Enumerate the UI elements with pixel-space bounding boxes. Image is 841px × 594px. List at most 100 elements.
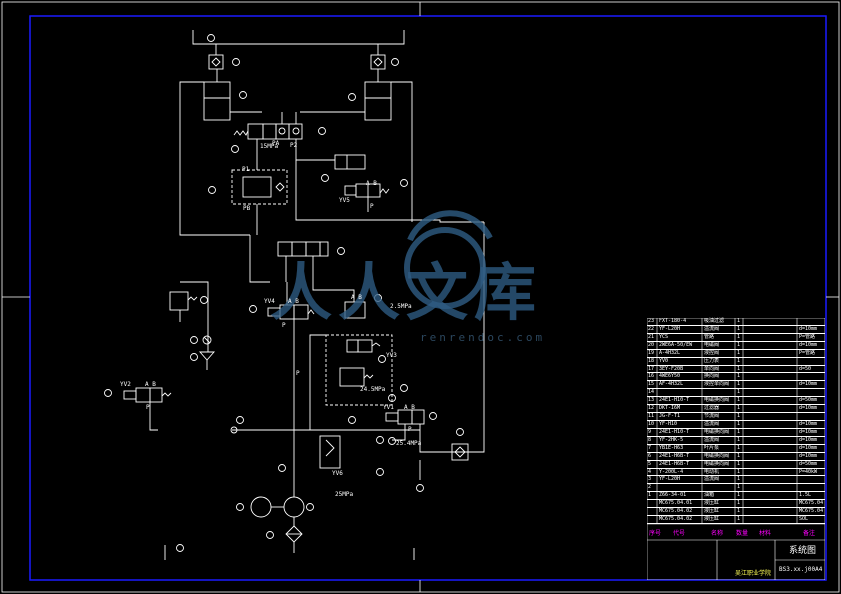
parts-list-cell-qty: 1 [737, 508, 741, 515]
label-pb: PB [243, 205, 251, 212]
parts-list-cell-no: 12 [648, 405, 655, 412]
parts-list-cell-no: 20 [648, 341, 655, 348]
label-p2: P2 [290, 142, 298, 149]
label-yv5: YV5 [339, 197, 350, 204]
parts-list-cell-name: 液压缸 [704, 516, 720, 523]
watermark-chars: 人人文库 [270, 256, 543, 329]
bom-header-note: 备注 [803, 530, 816, 537]
parts-list-cell-note: MC675.04 [799, 500, 824, 507]
parts-list-cell-code: DKT-I6M [659, 405, 681, 412]
parts-list-cell-qty: 1 [737, 365, 741, 372]
parts-list-cell-note: d=10mm [799, 436, 818, 443]
parts-list-cell-qty: 1 [737, 325, 741, 332]
parts-list-row: 19 A-4H32L 液控阀 1 P=管路 [647, 350, 825, 358]
parts-list-cell-name: 液控阀 [704, 349, 720, 356]
parts-list-cell-qty: 1 [737, 468, 741, 475]
parts-list-cell-qty: 1 [737, 341, 741, 348]
parts-list-cell-name: 单向阀 [704, 365, 720, 372]
parts-list-cell-code: YF-H10 [659, 421, 678, 427]
parts-list-cell-no: 17 [648, 365, 655, 372]
parts-list-cell-name: 溢流阀 [704, 436, 720, 443]
parts-list-cell-code: YCS [659, 333, 669, 340]
parts-list-cell-qty: 1 [737, 428, 741, 435]
title-drawing-name: 系统图 [789, 546, 817, 556]
parts-list-cell-no: 7 [648, 444, 652, 451]
parts-list-cell-name: 液压缸 [704, 500, 720, 507]
parts-list-cell-qty: 1 [737, 421, 741, 427]
parts-list-cell-code: JG-F-T1 [659, 413, 681, 420]
parts-list-cell-name: 管路 [704, 333, 715, 340]
parts-list-cell-code: FXT-180-4 [659, 318, 687, 324]
label-p-yv5: P [370, 203, 374, 210]
parts-list-cell-note: d=10mm [799, 405, 818, 412]
parts-list-cell-note: d=10mm [799, 341, 818, 348]
parts-list-cell-qty: 1 [737, 397, 741, 404]
parts-list-cell-code: MC675.04.02 [659, 508, 693, 515]
parts-list-cell-qty: 1 [737, 516, 741, 523]
parts-list-cell-code: YF-2HK-5 [659, 436, 684, 443]
parts-list-cell-note: d=50mm [799, 397, 818, 404]
parts-list-cell-note: P=40kW [799, 468, 818, 475]
parts-list-cell-note: P=管路 [799, 349, 816, 356]
parts-list-cell-name: 溢流阀 [704, 421, 720, 427]
parts-list-cell-no: 6 [648, 452, 652, 459]
parts-list-cell-no: 3 [648, 476, 652, 483]
parts-list-cell-no: 10 [648, 421, 655, 427]
parts-list-cell-qty: 1 [737, 476, 741, 483]
parts-list-cell-qty: 1 [737, 405, 741, 412]
label-pa: PA [272, 140, 280, 147]
parts-list-cell-qty: 1 [737, 389, 741, 396]
parts-list-cell-note: d=10mm [799, 444, 818, 451]
label-yv3: YV3 [386, 352, 397, 359]
parts-list-cell-no: 19 [648, 349, 655, 356]
parts-list-cell-no: 14 [648, 389, 655, 396]
parts-list-cell-qty: 1 [737, 357, 741, 364]
label-yv2: YV2 [120, 381, 131, 388]
parts-list-cell-note: d=10mm [799, 452, 818, 459]
parts-list-cell-name: 溢流阀 [704, 325, 720, 332]
parts-list-cell-no: 22 [648, 325, 655, 332]
parts-list-cell-no: 23 [648, 318, 655, 324]
label-4mpa: 25.4MPa [396, 440, 422, 447]
parts-list-cell-code: 24E1-H10-T [659, 397, 690, 404]
parts-list-cell-name: 压力表 [704, 357, 720, 364]
watermark-logo [404, 210, 493, 309]
parts-list-cell-qty: 1 [737, 500, 741, 507]
bom-header-qty: 数量 [736, 530, 749, 537]
parts-list-cell-qty: 1 [737, 349, 741, 356]
parts-list-cell-name: 液控单向阀 [704, 381, 730, 388]
label-p1: P1 [242, 166, 250, 173]
parts-list-cell-qty: 1 [737, 452, 741, 459]
parts-list-cell-qty: 1 [737, 444, 741, 451]
parts-list-cell-name: 电磁换向阀 [704, 452, 730, 459]
parts-list-cell-no: 11 [648, 413, 655, 420]
parts-list-cell-name: 油箱 [704, 492, 715, 499]
bom-header-no: 序号 [649, 530, 662, 537]
parts-list-cell-code: Y-200L-4 [659, 468, 684, 475]
title-school: 吴江职业学院 [735, 570, 772, 577]
parts-list-cell-code: 4WE6Y50 [659, 373, 681, 380]
label-ab-top: A B [351, 294, 362, 301]
bom-header-code: 代号 [673, 530, 686, 537]
label-ab-yv5: A B [366, 180, 377, 187]
parts-list-cell-code: A-4H32L [659, 349, 681, 356]
parts-list-cell-qty: 1 [737, 460, 741, 467]
